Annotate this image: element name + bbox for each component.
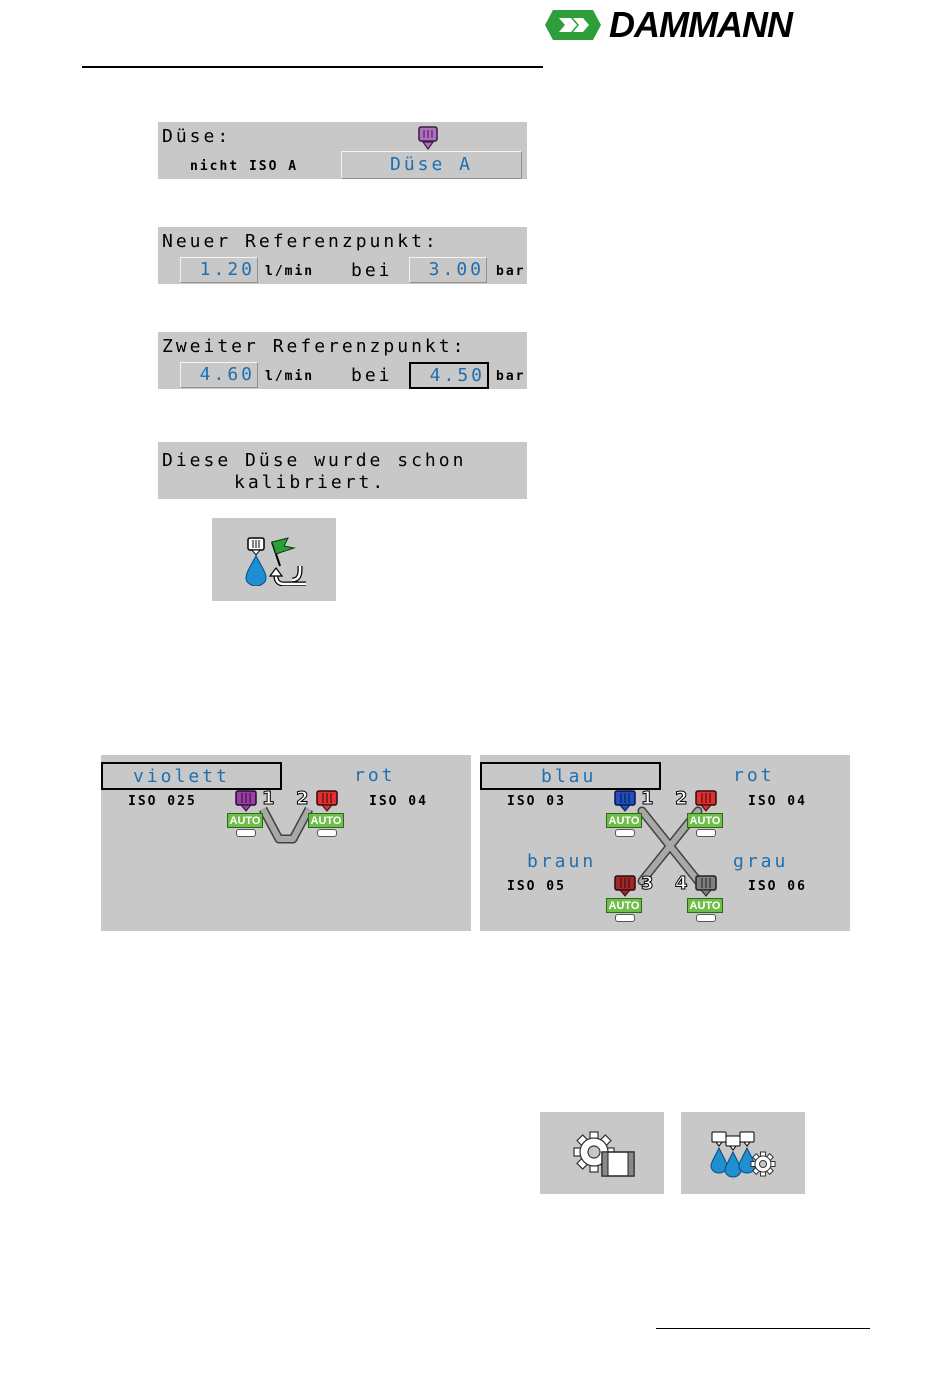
nozzle-3-iso: ISO 05 (507, 879, 566, 894)
nozzle-3-auto-badge[interactable]: AUTO (606, 898, 642, 913)
ref-point-1-joiner: bei (351, 260, 393, 281)
nozzle-2-red-icon (315, 789, 339, 813)
ref-point-1-label: Neuer Referenzpunkt: (162, 231, 439, 252)
nozzle-1-indicator (236, 829, 256, 837)
nozzle-2-auto-badge[interactable]: AUTO (308, 813, 344, 828)
nozzle-2-iso: ISO 04 (369, 794, 428, 809)
message-line-2: kalibriert. (234, 472, 386, 493)
nozzle-3-indicator (615, 914, 635, 922)
nozzle-1-iso: ISO 025 (128, 794, 197, 809)
nozzles-gear-button[interactable] (681, 1112, 805, 1194)
nozzle-calibrate-flag-return-icon (244, 536, 310, 586)
nozzle-1-number: 1 (641, 788, 654, 809)
nozzle-select-panel: Düse: nicht ISO A Düse A (158, 122, 527, 179)
nozzle-2-iso: ISO 04 (748, 794, 807, 809)
nozzle-4-name: grau (733, 851, 788, 872)
nozzle-1-indicator (615, 829, 635, 837)
ref-point-2-pressure-unit: bar (496, 369, 525, 384)
nozzle-1-name-field[interactable]: violett (101, 762, 282, 790)
brand-logo: DAMMANN (543, 8, 863, 42)
nozzle-1-iso: ISO 03 (507, 794, 566, 809)
message-line-1: Diese Düse wurde schon (162, 450, 466, 471)
ref-point-2-joiner: bei (351, 365, 393, 386)
nozzle-3-number: 3 (641, 873, 654, 894)
ref-point-1-pressure-unit: bar (496, 264, 525, 279)
nozzle-4-iso: ISO 06 (748, 879, 807, 894)
logo-hexagon-icon (543, 8, 603, 42)
brand-name: DAMMANN (609, 4, 792, 46)
nozzle-3-brown-icon (613, 874, 637, 898)
nozzle-1-violet-icon (234, 789, 258, 813)
header-rule (82, 66, 543, 68)
nozzles-gear-icon (709, 1130, 779, 1178)
nozzle-4-indicator (696, 914, 716, 922)
nozzle-1-name: blau (541, 766, 596, 787)
nozzle-1-name: violett (133, 766, 230, 787)
ref-point-2-pressure-field[interactable]: 4.50 (409, 362, 489, 389)
nozzle-3-name: braun (527, 851, 596, 872)
four-nozzle-panel: blau rot ISO 03 ISO 04 braun grau ISO 05… (480, 755, 850, 931)
nozzle-2-number: 2 (675, 788, 688, 809)
ref-point-2-flow-unit: l/min (265, 369, 314, 384)
message-panel: Diese Düse wurde schon kalibriert. (158, 442, 527, 499)
nozzle-2-name: rot (733, 765, 775, 786)
nozzle-4-number: 4 (675, 873, 688, 894)
nozzle-iso-text: nicht ISO A (190, 159, 298, 174)
gear-settings-button[interactable] (540, 1112, 664, 1194)
nozzle-violet-icon (417, 125, 439, 151)
nozzle-2-number: 2 (296, 788, 309, 809)
ref-point-1-flow-unit: l/min (265, 264, 314, 279)
nozzle-2-red-icon (694, 789, 718, 813)
nozzle-2-name: rot (354, 765, 396, 786)
two-nozzle-panel: violett rot ISO 025 ISO 04 1 2 AUTO AUTO (101, 755, 471, 931)
ref-point-1-flow-field[interactable]: 1.20 (180, 257, 258, 283)
calibrate-button[interactable] (212, 518, 336, 601)
nozzle-label: Düse: (162, 126, 231, 147)
nozzle-2-indicator (696, 829, 716, 837)
nozzle-4-grey-icon (694, 874, 718, 898)
nozzle-2-indicator (317, 829, 337, 837)
nozzle-4-auto-badge[interactable]: AUTO (687, 898, 723, 913)
ref-point-2-panel: Zweiter Referenzpunkt: 4.60 l/min bei 4.… (158, 332, 527, 389)
nozzle-1-auto-badge[interactable]: AUTO (606, 813, 642, 828)
ref-point-2-label: Zweiter Referenzpunkt: (162, 336, 466, 357)
nozzle-select-field[interactable]: Düse A (341, 151, 522, 179)
nozzle-1-name-field[interactable]: blau (480, 762, 661, 790)
gear-settings-icon (572, 1130, 638, 1178)
footer-rule (656, 1328, 870, 1329)
nozzle-2-auto-badge[interactable]: AUTO (687, 813, 723, 828)
ref-point-1-pressure-field[interactable]: 3.00 (409, 257, 487, 283)
ref-point-1-panel: Neuer Referenzpunkt: 1.20 l/min bei 3.00… (158, 227, 527, 284)
nozzle-1-blue-icon (613, 789, 637, 813)
nozzle-1-auto-badge[interactable]: AUTO (227, 813, 263, 828)
ref-point-2-flow-field[interactable]: 4.60 (180, 362, 258, 388)
nozzle-1-number: 1 (262, 788, 275, 809)
